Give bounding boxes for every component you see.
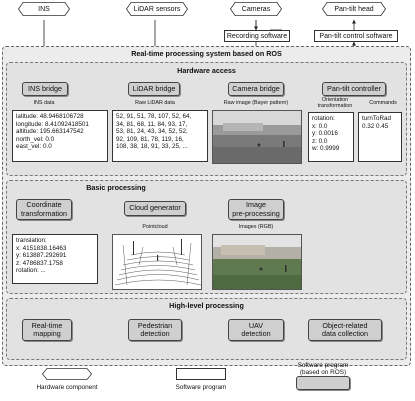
- rotation-line: rotation:: [312, 115, 335, 122]
- pantilt-controller: Pan-tilt controller: [322, 82, 386, 96]
- commands-line: 0.32 0.45: [362, 122, 389, 130]
- pointcloud-label: Pointcloud: [142, 224, 168, 230]
- ins-bridge: INS bridge: [22, 82, 68, 96]
- pantilt-head-label: Pan-tilt head: [334, 5, 374, 13]
- translation-line: x: 4151838.16463: [16, 244, 67, 252]
- lidar-data-line: 92, 109, 81, 78, 119, 16,: [116, 135, 184, 143]
- legend-ros-label: Software program (based on ROS): [297, 362, 349, 377]
- rotation-line: w: 0.9999: [312, 145, 340, 153]
- coordinate-transformation: Coordinate transformation: [16, 199, 72, 220]
- legend-software-label: Software program: [175, 384, 227, 391]
- realtime-mapping: Real-time mapping: [22, 319, 72, 341]
- ins-data-line: altitude: 195.663147542: [16, 128, 84, 136]
- lidar-data-line: 53, 81, 24, 43, 34, 52, 52,: [116, 128, 188, 136]
- ins-data-line: north_vel: 0.0: [16, 135, 55, 143]
- ins-data-label: INS data: [33, 100, 55, 106]
- commands-line: turnToRad: [362, 115, 392, 122]
- rgb-image: [212, 234, 302, 290]
- cameras-label: Cameras: [241, 5, 271, 13]
- hardware-access-title: Hardware access: [177, 66, 236, 75]
- uav-detection: UAV detection: [228, 319, 284, 341]
- translation-line: rotation: ...: [16, 267, 46, 275]
- rotation-line: z: 0.0: [312, 137, 328, 145]
- hardware-cameras: Cameras: [230, 2, 282, 16]
- lidar-label: LiDAR sensors: [133, 5, 181, 13]
- translation-box: translation: x: 4151838.16463 y: 613887.…: [12, 234, 98, 284]
- commands-label: Commands: [369, 100, 397, 106]
- legend-ros-shape: [296, 376, 350, 390]
- commands-box: turnToRad 0.32 0.45: [358, 112, 402, 162]
- image-preprocessing: Image pre-processing: [228, 199, 284, 220]
- rotation-line: x: 0.0: [312, 122, 328, 130]
- orientation-label: Orientation transformation: [317, 97, 353, 109]
- ins-label: INS: [38, 5, 50, 13]
- raw-lidar-label: Raw LiDAR data: [135, 100, 175, 106]
- recording-software: Recording software: [224, 30, 290, 42]
- translation-line: translation:: [16, 237, 47, 244]
- ins-data-line: longitude: 8.41092418501: [16, 120, 89, 128]
- hardware-ins: INS: [18, 2, 70, 16]
- raw-bayer-image: [212, 110, 302, 164]
- translation-line: y: 613887.292691: [16, 252, 67, 260]
- pantilt-control-software: Pan-tilt control software: [314, 30, 398, 42]
- legend-software-shape: [176, 368, 226, 380]
- ins-data-box: latitude: 48.9468106728 longitude: 8.410…: [12, 110, 108, 162]
- legend-hardware-shape: [42, 368, 92, 380]
- legend-hardware-label: Hardware component: [36, 384, 98, 391]
- ros-system-title: Real-time processing system based on ROS: [131, 49, 282, 58]
- raw-image-label: Raw image (Bayer pattern): [223, 100, 289, 106]
- lidar-data-box: 52, 91, 51, 78, 107, 52, 64, 34, 81, 68,…: [112, 110, 208, 162]
- basic-processing-title: Basic processing: [86, 183, 146, 192]
- rotation-box: rotation: x: 0.0 y: 0.0016 z: 0.0 w: 0.9…: [308, 112, 354, 162]
- cloud-generator: Cloud generator: [124, 201, 186, 216]
- high-level-title: High-level processing: [169, 301, 244, 310]
- lidar-data-line: 52, 91, 51, 78, 107, 52, 64,: [116, 113, 192, 120]
- rotation-line: y: 0.0016: [312, 130, 338, 138]
- ins-data-line: latitude: 48.9468106728: [16, 113, 84, 120]
- pedestrian-detection: Pedestrian detection: [128, 319, 182, 341]
- images-label: Images (RGB): [238, 224, 274, 230]
- lidar-bridge: LiDAR bridge: [128, 82, 180, 96]
- lidar-data-line: 108, 38, 18, 91, 33, 25, ...: [116, 143, 188, 151]
- lidar-data-line: 34, 81, 68, 11, 84, 93, 17,: [116, 120, 188, 128]
- camera-bridge: Camera bridge: [228, 82, 284, 96]
- translation-line: z: 4786837.1758: [16, 259, 63, 267]
- object-related-data-collection: Object-related data collection: [308, 319, 382, 341]
- pointcloud-image: [112, 234, 202, 290]
- hardware-pantilt-head: Pan-tilt head: [322, 2, 386, 16]
- hardware-lidar: LiDAR sensors: [126, 2, 188, 16]
- ins-data-line: east_vel: 0.0: [16, 143, 52, 151]
